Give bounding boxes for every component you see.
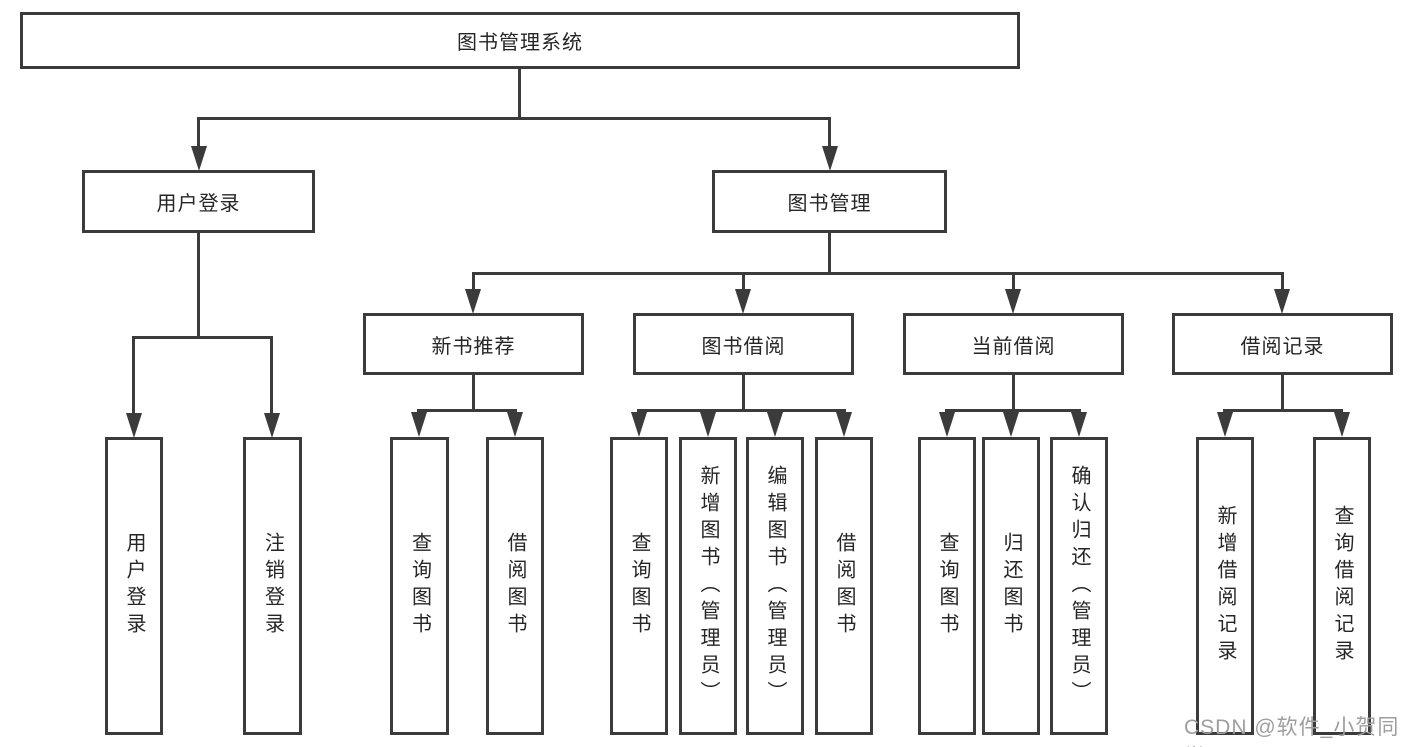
arrow-down-confirm-return-admin [1071,412,1087,437]
connector-to-user-login [197,117,200,148]
arrow-down-borrow-books-2 [836,412,852,437]
leaf-user-login-label: 用户登录 [123,532,145,640]
leaf-query-books-3-label: 查询图书 [936,532,958,640]
node-book-borrow: 图书借阅 [633,313,854,375]
node-borrow-records: 借阅记录 [1172,313,1393,375]
arrow-down-borrow-records [1274,289,1290,314]
node-current-borrow-label: 当前借阅 [971,335,1056,358]
leaf-query-books-2-label: 查询图书 [628,532,650,640]
leaf-add-books-admin: 新增图书（管理员） [679,437,737,735]
leaf-confirm-return-admin-label: 确认归还（管理员） [1068,464,1090,708]
leaf-logout-label: 注销登录 [261,532,284,640]
arrow-down-add-borrow-record [1217,412,1233,437]
arrow-down-borrow-books-1 [507,412,523,437]
connector-book-borrow-bar [637,409,846,412]
arrow-down-return-books [1003,412,1019,437]
leaf-query-books-1-label: 查询图书 [408,532,431,640]
leaf-borrow-books-1: 借阅图书 [486,437,544,735]
leaf-logout: 注销登录 [243,437,302,735]
connector-to-borrow-records [1281,272,1284,291]
arrow-down-add-books-admin [700,412,716,437]
leaf-borrow-books-1-label: 借阅图书 [504,532,526,640]
node-book-management: 图书管理 [712,170,947,233]
leaf-add-books-admin-label: 新增图书（管理员） [697,464,719,708]
arrow-down-new-book-recommend [465,289,481,314]
arrow-down-query-books-3 [939,412,955,437]
leaf-edit-books-admin: 编辑图书（管理员） [746,437,804,735]
connector-to-new-book-recommend [472,272,475,291]
leaf-query-books-3: 查询图书 [918,437,976,735]
connector-new-book-bar [417,409,517,412]
connector-new-book-trunk [472,375,475,409]
leaf-borrow-books-2: 借阅图书 [815,437,873,735]
connector-root-trunk [518,69,521,117]
connector-book-management-trunk [828,233,831,272]
connector-level3-bar [472,272,1284,275]
leaf-query-borrow-record: 查询借阅记录 [1313,437,1371,735]
node-root-system: 图书管理系统 [20,12,1020,69]
connector-to-current-borrow [1012,272,1015,291]
leaf-user-login: 用户登录 [105,437,163,735]
node-borrow-records-label: 借阅记录 [1240,335,1325,358]
connector-level2-bar [198,117,831,120]
connector-current-borrow-trunk [1012,375,1015,409]
leaf-confirm-return-admin: 确认归还（管理员） [1050,437,1108,735]
arrow-down-query-borrow-record [1334,412,1350,437]
node-root-label: 图书管理系统 [457,32,583,54]
leaf-edit-books-admin-label: 编辑图书（管理员） [764,464,786,708]
arrow-down-current-borrow [1005,289,1021,314]
connector-borrow-records-bar [1223,409,1343,412]
arrow-down-leaf-logout [264,413,280,438]
connector-to-leaf-user-login [132,336,135,416]
leaf-return-books-label: 归还图书 [1000,532,1022,640]
csdn-watermark: CSDN @软件_小贺同学 [1184,716,1400,747]
leaf-return-books: 归还图书 [982,437,1040,735]
node-book-management-label: 图书管理 [787,193,872,215]
leaf-query-borrow-record-label: 查询借阅记录 [1331,505,1353,667]
node-user-login: 用户登录 [82,170,315,233]
connector-borrow-records-trunk [1281,375,1284,409]
leaf-query-books-2: 查询图书 [610,437,668,735]
connector-current-borrow-bar [945,409,1081,412]
connector-to-leaf-logout [270,336,273,416]
leaf-add-borrow-record-label: 新增借阅记录 [1214,505,1236,667]
arrow-down-book-borrow [735,289,751,314]
node-current-borrow: 当前借阅 [903,313,1124,375]
connector-user-bar [132,336,273,339]
connector-book-borrow-trunk [742,375,745,409]
node-new-book-recommend-label: 新书推荐 [431,335,516,358]
arrow-down-user-login [191,146,207,171]
arrow-down-leaf-user-login [126,413,142,438]
arrow-down-query-books-2 [631,412,647,437]
arrow-down-query-books-1 [411,412,427,437]
node-user-login-label: 用户登录 [156,193,241,215]
node-book-borrow-label: 图书借阅 [701,335,786,358]
leaf-add-borrow-record: 新增借阅记录 [1196,437,1254,735]
arrow-down-edit-books-admin [767,412,783,437]
leaf-borrow-books-2-label: 借阅图书 [833,532,855,640]
connector-to-book-management [828,117,831,148]
connector-to-book-borrow [742,272,745,291]
connector-user-login-trunk [197,233,200,336]
node-new-book-recommend: 新书推荐 [363,313,584,375]
leaf-query-books-1: 查询图书 [390,437,449,735]
arrow-down-book-management [822,146,838,171]
